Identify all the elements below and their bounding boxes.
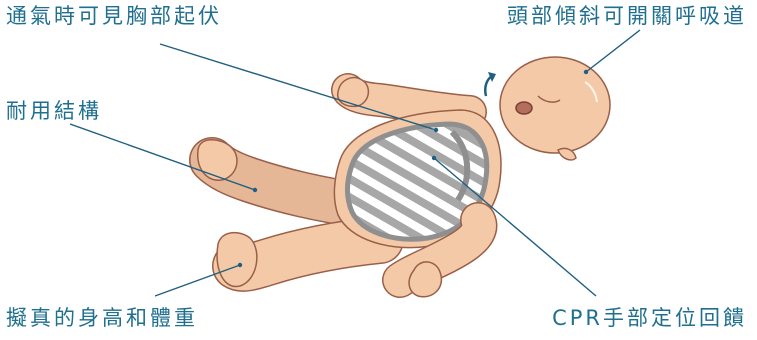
- leader-dot-sternum: [432, 156, 436, 160]
- upper-arm: [338, 78, 470, 112]
- leader-dot-head: [584, 70, 588, 74]
- leader-dot-leg: [253, 188, 257, 192]
- leader-dot-chest: [434, 128, 438, 132]
- leader-dot-foot: [238, 263, 242, 267]
- lower-leg: [217, 233, 380, 287]
- head: [500, 57, 610, 160]
- head-tilt-arrow-icon: [485, 72, 496, 96]
- leader-head-tilt: [586, 30, 640, 72]
- mouth: [516, 102, 532, 114]
